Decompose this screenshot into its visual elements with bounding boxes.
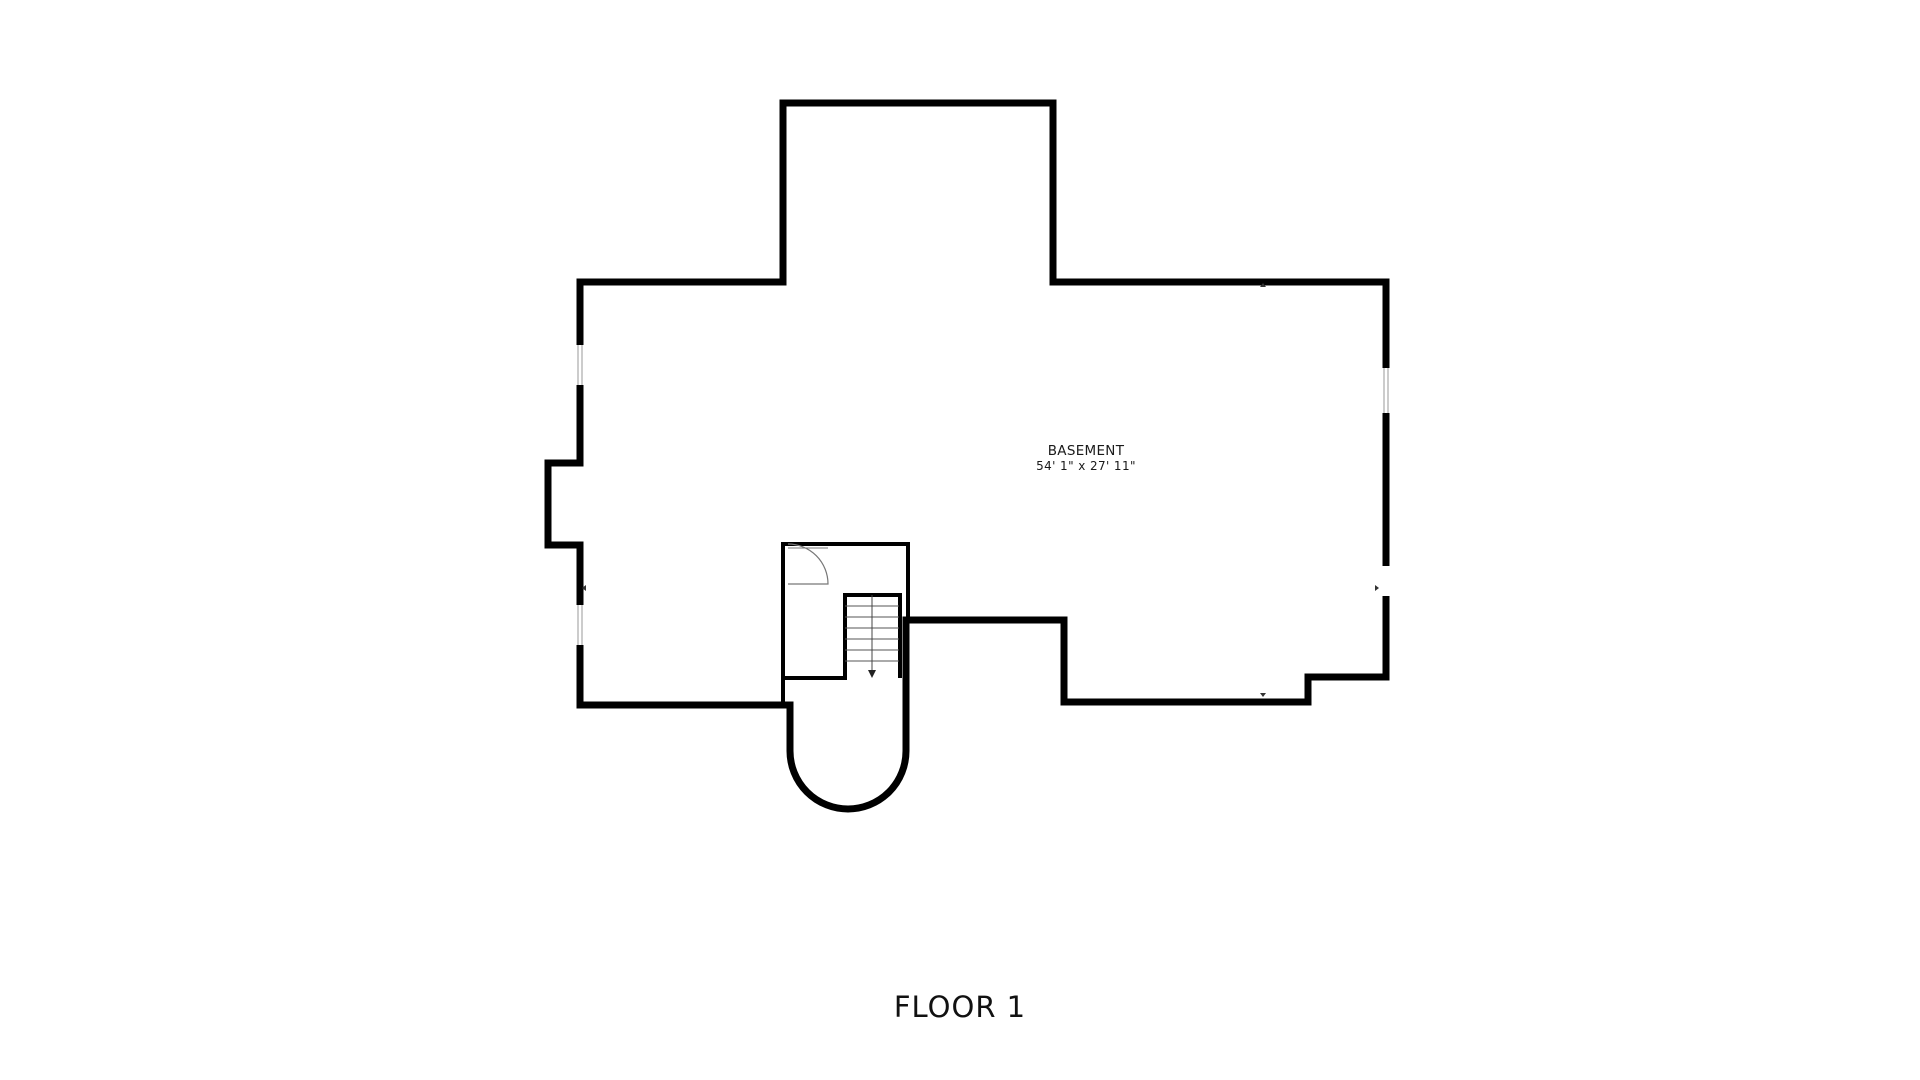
stair-treads	[845, 595, 899, 672]
room-basement: BASEMENT 54' 1" x 27' 11"	[1036, 443, 1136, 473]
room-dimensions: 54' 1" x 27' 11"	[1036, 459, 1136, 473]
floor-label: FLOOR 1	[893, 990, 1027, 1024]
window-left-upper	[576, 345, 584, 385]
door-swing-icon	[787, 543, 829, 585]
windows	[576, 345, 1390, 645]
window-right-upper	[1382, 368, 1390, 413]
room-name: BASEMENT	[1048, 443, 1125, 459]
stair-landing-wall	[783, 593, 902, 680]
wall-markers	[582, 283, 1379, 697]
stair-enclosure-wall	[781, 542, 910, 705]
opening-right-lower	[1382, 566, 1390, 596]
exterior-wall	[544, 99, 1390, 813]
stair-arrow-icon	[868, 670, 876, 678]
window-left-lower	[576, 605, 584, 645]
